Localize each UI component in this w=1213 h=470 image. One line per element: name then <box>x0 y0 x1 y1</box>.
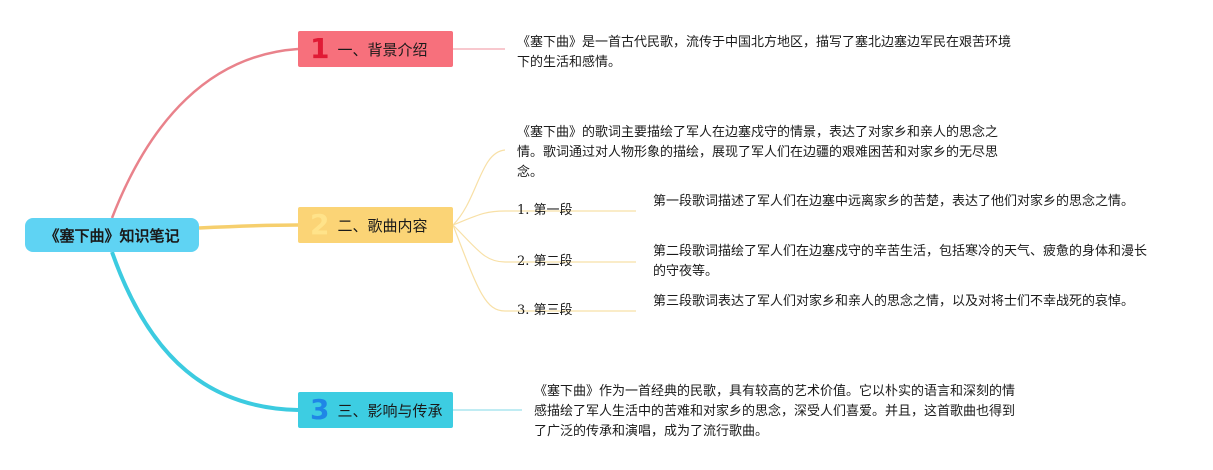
link-branch2-sec1 <box>452 210 506 226</box>
link-root-branch2 <box>198 223 299 230</box>
link-branch2-sec3 <box>452 224 506 312</box>
branch-label: 一、背景介绍 <box>337 40 428 59</box>
section-3-text: 第三段歌词表达了军人们对家乡和亲人的思念之情，以及对将士们不幸战死的哀悼。 <box>653 294 1135 309</box>
section-1-label[interactable]: 1. 第一段 <box>517 203 573 218</box>
link-branch2-sec2 <box>452 224 506 263</box>
branch-song-content[interactable]: 2 二、歌曲内容 <box>298 207 453 243</box>
number-1-icon: 1 <box>310 32 330 65</box>
background-text: 《塞下曲》是一首古代民歌，流传于中国北方地区，描写了塞北边塞边军民在艰苦环境下的… <box>517 35 1012 70</box>
branch-label: 三、影响与传承 <box>337 401 443 420</box>
link-branch2-text <box>452 149 506 226</box>
link-root-branch3 <box>110 251 299 412</box>
section-3-label[interactable]: 3. 第三段 <box>517 303 573 318</box>
section-2-label[interactable]: 2. 第二段 <box>517 254 573 269</box>
number-2-icon: 2 <box>310 208 330 241</box>
root-node[interactable]: 《塞下曲》知识笔记 <box>25 218 199 252</box>
branch-label: 二、歌曲内容 <box>337 216 428 235</box>
branch-influence[interactable]: 3 三、影响与传承 <box>298 392 453 428</box>
section-1-text: 第一段歌词描述了军人们在边塞中远离家乡的苦楚，表达了他们对家乡的思念之情。 <box>653 194 1135 209</box>
link-root-branch1 <box>110 47 299 219</box>
number-3-icon: 3 <box>310 393 330 426</box>
section-2-text: 第二段歌词描绘了军人们在边塞戍守的辛苦生活，包括寒冷的天气、疲惫的身体和漫长的守… <box>653 244 1148 279</box>
song-content-text: 《塞下曲》的歌词主要描绘了军人在边塞戍守的情景，表达了对家乡和亲人的思念之情。歌… <box>517 125 999 180</box>
influence-text: 《塞下曲》作为一首经典的民歌，具有较高的艺术价值。它以朴实的语言和深刻的情感描绘… <box>534 384 1016 439</box>
branch-background[interactable]: 1 一、背景介绍 <box>298 31 453 67</box>
root-title: 《塞下曲》知识笔记 <box>44 226 180 245</box>
